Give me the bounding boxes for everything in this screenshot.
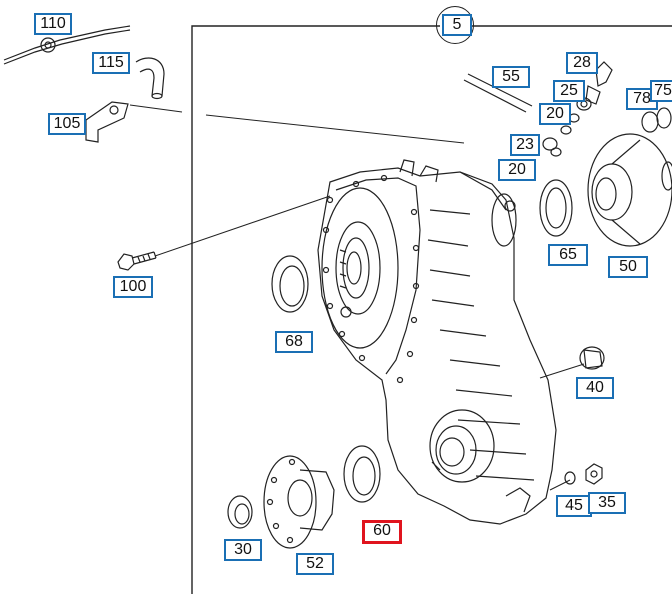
callout-68[interactable]: 68 — [275, 331, 313, 353]
transfer-case-housing — [317, 159, 557, 525]
hose-elbow-part — [135, 57, 165, 100]
callout-40[interactable]: 40 — [576, 377, 614, 399]
callout-100[interactable]: 100 — [113, 276, 153, 298]
assembly-number-circle — [436, 6, 474, 44]
callout-65[interactable]: 65 — [548, 244, 588, 266]
tube-part — [463, 73, 533, 113]
callout-30[interactable]: 30 — [224, 539, 262, 561]
callout-110[interactable]: 110 — [34, 13, 72, 35]
callout-52[interactable]: 52 — [296, 553, 334, 575]
seal-60-part — [343, 445, 381, 503]
callout-115[interactable]: 115 — [92, 52, 130, 74]
seal-ring-75 — [656, 107, 672, 129]
flange-52-part — [263, 455, 335, 549]
callout-55[interactable]: 55 — [492, 66, 530, 88]
callout-5[interactable]: 5 — [442, 14, 472, 36]
seal-65-part — [539, 179, 573, 237]
plug-40-part — [579, 346, 605, 370]
callout-23[interactable]: 23 — [510, 134, 540, 156]
nut-30-part — [227, 495, 253, 529]
washer-45-part — [564, 471, 576, 485]
bolt-part — [117, 251, 157, 271]
callout-105[interactable]: 105 — [48, 113, 86, 135]
callout-25[interactable]: 25 — [553, 80, 585, 102]
callout-50[interactable]: 50 — [608, 256, 648, 278]
callout-20-upper[interactable]: 20 — [539, 103, 571, 125]
bracket-part — [85, 101, 129, 143]
seal-68-part — [271, 255, 309, 313]
assembly-frame — [191, 25, 672, 594]
seal-ring-78 — [641, 111, 659, 133]
callout-20-lower[interactable]: 20 — [498, 159, 536, 181]
plug-35-part — [585, 463, 603, 485]
callout-45[interactable]: 45 — [556, 495, 592, 517]
callout-28[interactable]: 28 — [566, 52, 598, 74]
flange-50-part — [587, 133, 672, 247]
callout-35[interactable]: 35 — [588, 492, 626, 514]
cable-tie-part — [3, 25, 131, 65]
callout-60-selected[interactable]: 60 — [362, 520, 402, 544]
callout-75[interactable]: 75 — [650, 80, 672, 102]
